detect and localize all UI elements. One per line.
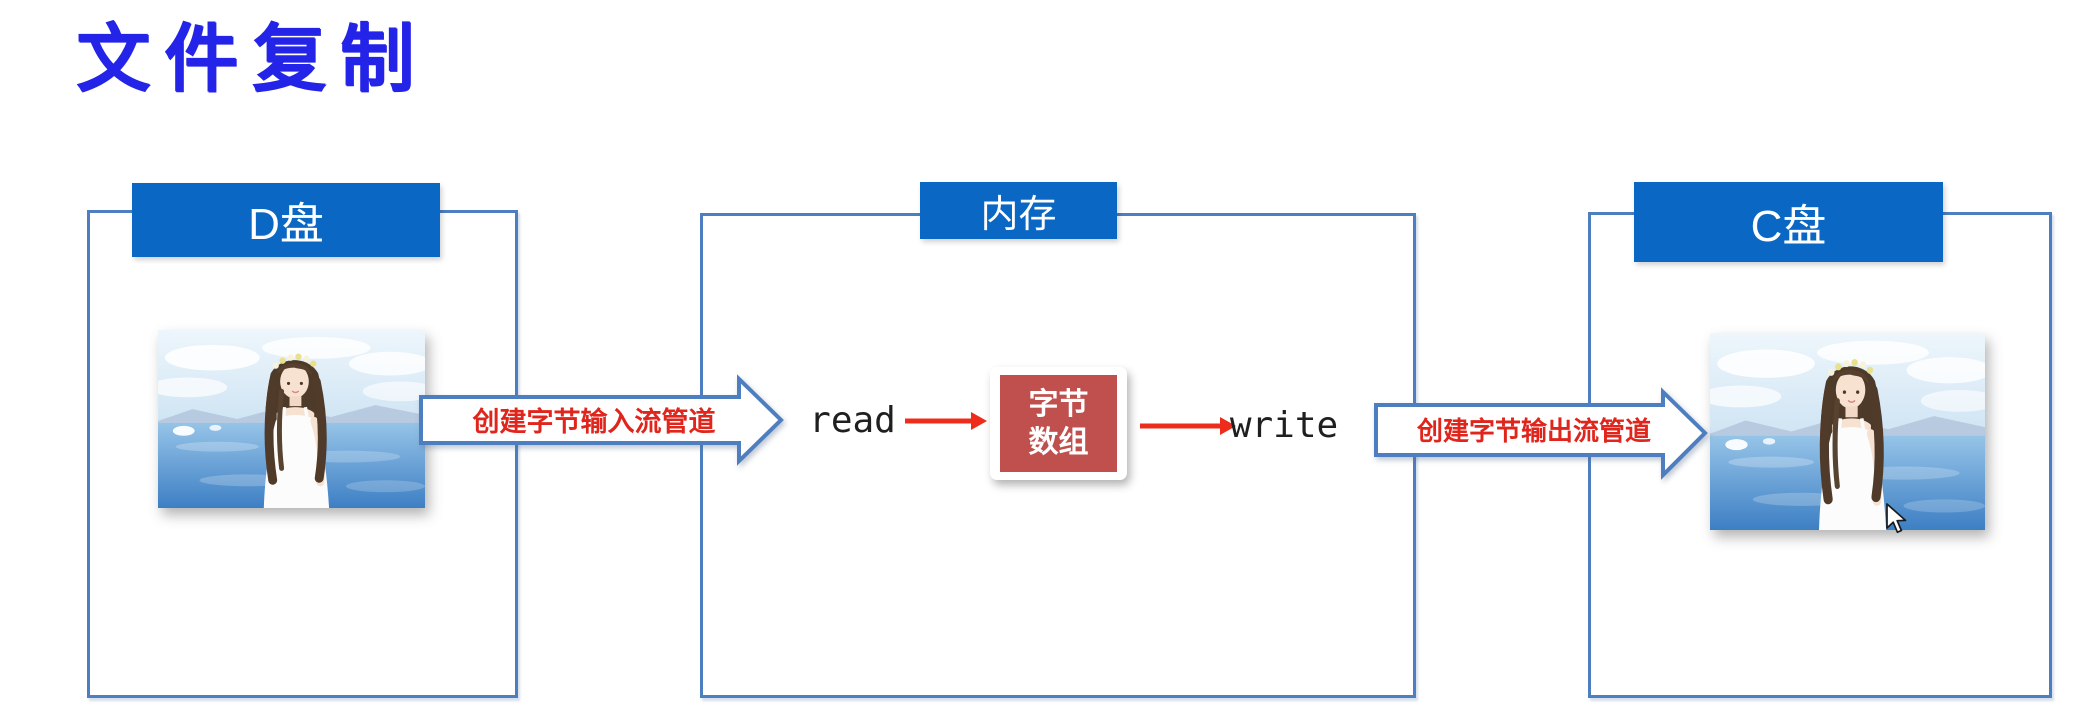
mouse-cursor-icon (1884, 502, 1910, 541)
write-label: write (1229, 405, 1339, 446)
d-drive-header: D盘 (132, 183, 440, 257)
byte-array-line2: 数组 (1028, 425, 1089, 459)
source-photo-thumbnail (158, 330, 425, 508)
input-stream-pipe-arrow: 创建字节输入流管道 (419, 374, 785, 466)
byte-array-card: 字节 数组 (990, 367, 1127, 480)
beach-girl-photo (158, 330, 425, 508)
read-to-bytearray-arrow-icon (903, 410, 987, 437)
page-title: 文件复制 (76, 16, 428, 100)
bytearray-to-write-arrow-icon (1138, 415, 1236, 442)
output-stream-pipe-arrow: 创建字节输出流管道 (1374, 387, 1708, 480)
byte-array-line1: 字节 (1028, 388, 1089, 421)
c-drive-header: C盘 (1634, 182, 1943, 262)
read-label: read (809, 400, 896, 441)
input-stream-pipe-label: 创建字节输入流管道 (472, 407, 716, 437)
output-stream-pipe-label: 创建字节输出流管道 (1416, 416, 1651, 446)
beach-girl-photo-copy (1710, 333, 1985, 530)
memory-header: 内存 (920, 182, 1117, 239)
byte-array-box: 字节 数组 (1000, 375, 1117, 472)
copied-photo-thumbnail (1710, 333, 1985, 530)
